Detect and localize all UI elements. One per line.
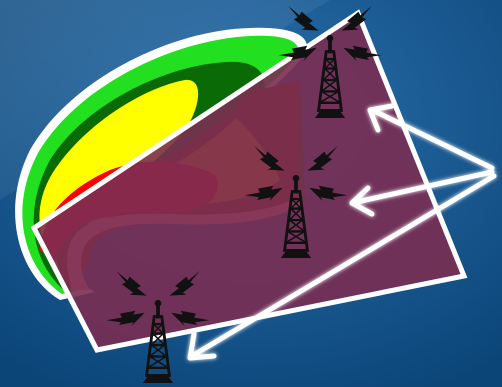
arrows-group xyxy=(187,103,497,361)
arrow-to-middle-tower-head xyxy=(349,185,375,217)
arrow-to-middle-tower xyxy=(349,169,495,206)
arrow-to-top-tower xyxy=(369,107,495,171)
arrow-to-top-tower-head xyxy=(367,103,395,133)
arrow-to-bottom-tower xyxy=(189,173,497,359)
coverage-area xyxy=(30,9,468,353)
arrow-to-bottom-tower-head xyxy=(187,331,217,361)
